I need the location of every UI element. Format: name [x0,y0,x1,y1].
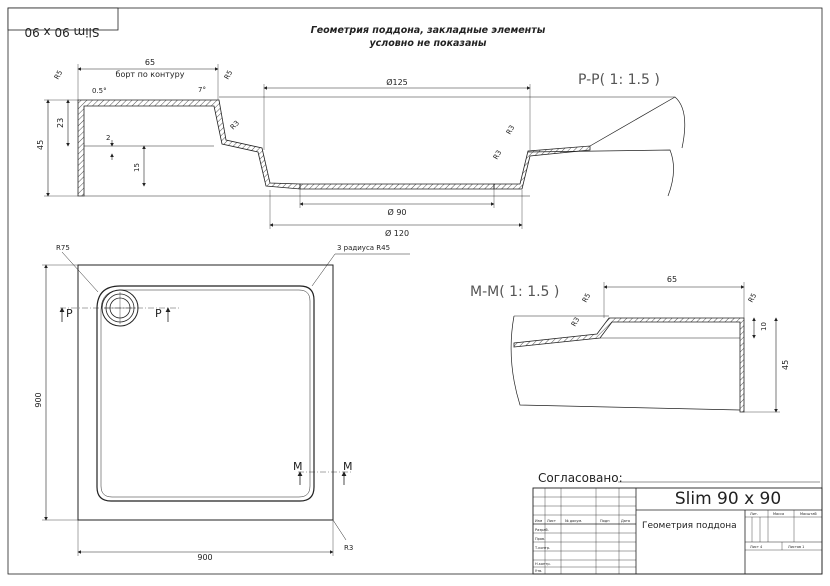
tb-lit: Лит. [750,512,758,516]
tb-col-list: Лист [547,519,556,523]
tb-row-tkontr: Т.контр. [534,546,550,550]
pp-r3-c: R3 [492,149,504,161]
pp-r5-right: R5 [223,69,235,81]
cut-p-left: P [66,307,73,320]
stamp-box: Slim 90 x 90 [7,7,119,39]
mm-r5-b: R5 [747,292,759,304]
tb-sheet: Лист 4 [750,545,763,549]
pp-section-title: P-P( 1: 1.5 ) [578,72,660,88]
pp-dim-d125: Ø125 [386,77,408,87]
tb-row-razrab: Разраб. [535,528,549,532]
pp-dim-h23: 23 [56,118,65,128]
tb-col-doc: № докум. [565,519,582,523]
pp-angle-right: 7° [198,86,206,94]
section-pp: 65 борт по контуру R5 R5 0.5° 7° R3 R3 R… [36,58,686,238]
pp-r5-left: R5 [53,69,65,81]
pp-rim-caption: борт по контуру [116,70,185,79]
tb-col-izm: Изм [535,519,542,523]
sheet-frame [7,7,823,575]
tb-drawing-name: Геометрия поддона [642,521,737,531]
plan-inner-contour [96,285,315,502]
tb-row-prov: Пров. [535,537,545,541]
pp-shell-right [493,145,591,190]
tb-scale: Масштаб [800,512,817,516]
tb-row-nkontr: Н.контр. [535,562,551,566]
plan-r3: R3 [344,544,353,552]
plan-height: 900 [34,392,43,407]
cut-p-right: P [155,307,162,320]
mm-r3: R3 [570,316,582,328]
cut-m-left: M [293,460,303,473]
tb-product: Slim 90 x 90 [675,489,781,509]
pp-angle-left: 0.5° [92,87,107,95]
tb-mass: Масса [773,512,784,516]
plan-r75: R75 [56,244,70,252]
mm-shell [513,317,745,413]
section-mm: 65 R5 R5 R3 10 45 M-M( 1: 1.5 ) [470,275,790,413]
tb-row-utv: Утв. [535,569,542,573]
pp-shell-left [77,99,301,197]
pp-r3-a: R3 [229,119,241,131]
pp-dim-65: 65 [145,58,155,67]
pp-break-right [527,149,674,197]
pp-drain-bottom [299,183,495,190]
pp-r3-b: R3 [505,124,517,136]
tb-sheets: Листов 1 [788,545,804,549]
pp-dim-h2: 2 [106,134,110,142]
note-line-1: Геометрия поддона, закладные элементы [311,25,546,36]
plan-width: 900 [197,553,212,562]
pp-dim-d90: Ø 90 [387,207,406,217]
mm-dim-h10: 10 [760,322,768,331]
mm-r5-a: R5 [581,292,593,304]
pp-dim-h45: 45 [36,140,45,150]
cut-m-right: M [343,460,353,473]
plan-outer [77,264,334,521]
agreed-label: Согласовано: [538,471,623,485]
tb-col-sign: Подп [600,519,609,523]
title-block: Согласовано: Изм Лист № докум. Подп Дата [532,471,823,575]
pp-dim-h15: 15 [133,163,141,172]
note-line-2: условно не показаны [369,38,486,49]
mm-section-title: M-M( 1: 1.5 ) [470,284,559,300]
plan-view: P P M M R75 3 радиуса R45 R3 900 900 [34,244,410,562]
mm-dim-65: 65 [667,275,677,284]
pp-dim-d120: Ø 120 [385,228,409,238]
mm-dim-h45: 45 [781,360,790,370]
plan-radii: 3 радиуса R45 [337,244,390,252]
tb-col-date: Дата [621,519,630,523]
stamp-text: Slim 90 x 90 [24,25,99,39]
